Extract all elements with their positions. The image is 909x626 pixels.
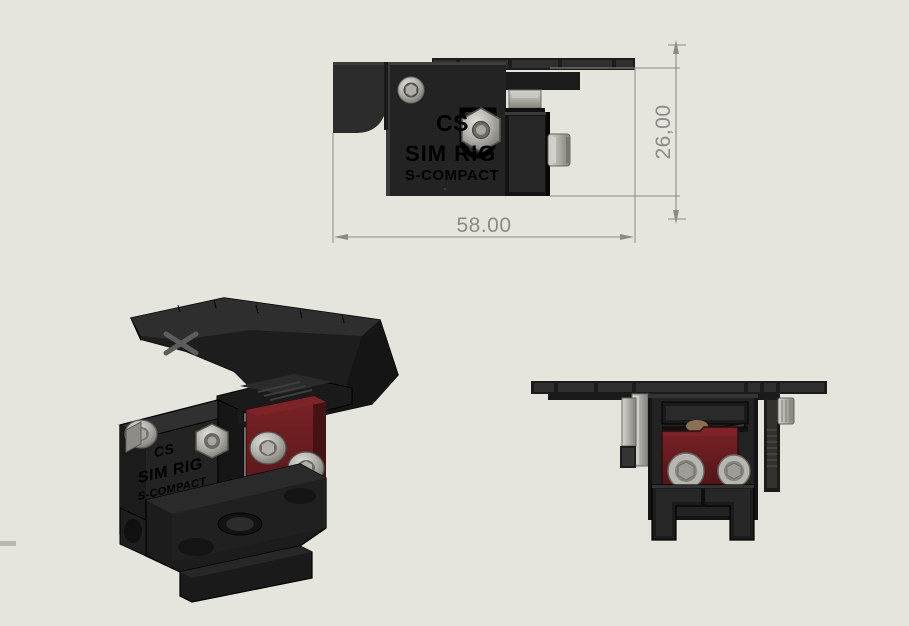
dimension-overall-height: 26,00 <box>652 40 686 224</box>
iso-logo-text: CS <box>154 441 174 462</box>
front-left-ear <box>333 62 388 130</box>
front-pin-dot <box>443 187 447 191</box>
front-switch-housing <box>505 112 550 196</box>
iso-front-rib <box>179 545 313 603</box>
iso-paddle-x-marking <box>163 331 199 356</box>
front-logo-text: CS <box>436 110 469 136</box>
front-subtitle-text: S-COMPACT <box>405 167 499 184</box>
iso-switch-bolt-1 <box>249 431 287 465</box>
side-left-spacer <box>620 397 637 468</box>
side-section-view <box>531 381 827 541</box>
front-cap-screw <box>397 76 425 104</box>
iso-left-bracket <box>119 507 147 557</box>
side-mount-rail <box>531 381 827 394</box>
side-switch-bolt-2 <box>717 454 751 488</box>
front-hex-nut <box>461 107 501 153</box>
isometric-exploded-view: CS SIM RIG S-COMPACT <box>118 297 399 603</box>
iso-left-bolt-lower <box>125 421 142 453</box>
iso-hex-nut-iso <box>195 423 229 459</box>
side-right-post <box>764 396 795 492</box>
dimension-width-text: 58.00 <box>456 214 511 237</box>
dimension-height-text: 26,00 <box>652 104 675 159</box>
iso-base-plate <box>145 463 327 573</box>
front-side-barrel <box>547 133 571 167</box>
side-base-feet <box>651 484 755 541</box>
dimension-group: 58.00 26,00 <box>332 40 686 243</box>
clipped-edge-mark <box>0 541 16 546</box>
front-elevation-view: CS SIM RIG S-COMPACT <box>332 40 686 243</box>
side-switch-bolt-1 <box>667 452 705 490</box>
front-title-text: SIM RIG <box>405 141 496 166</box>
dimension-overall-width: 58.00 <box>334 214 634 240</box>
